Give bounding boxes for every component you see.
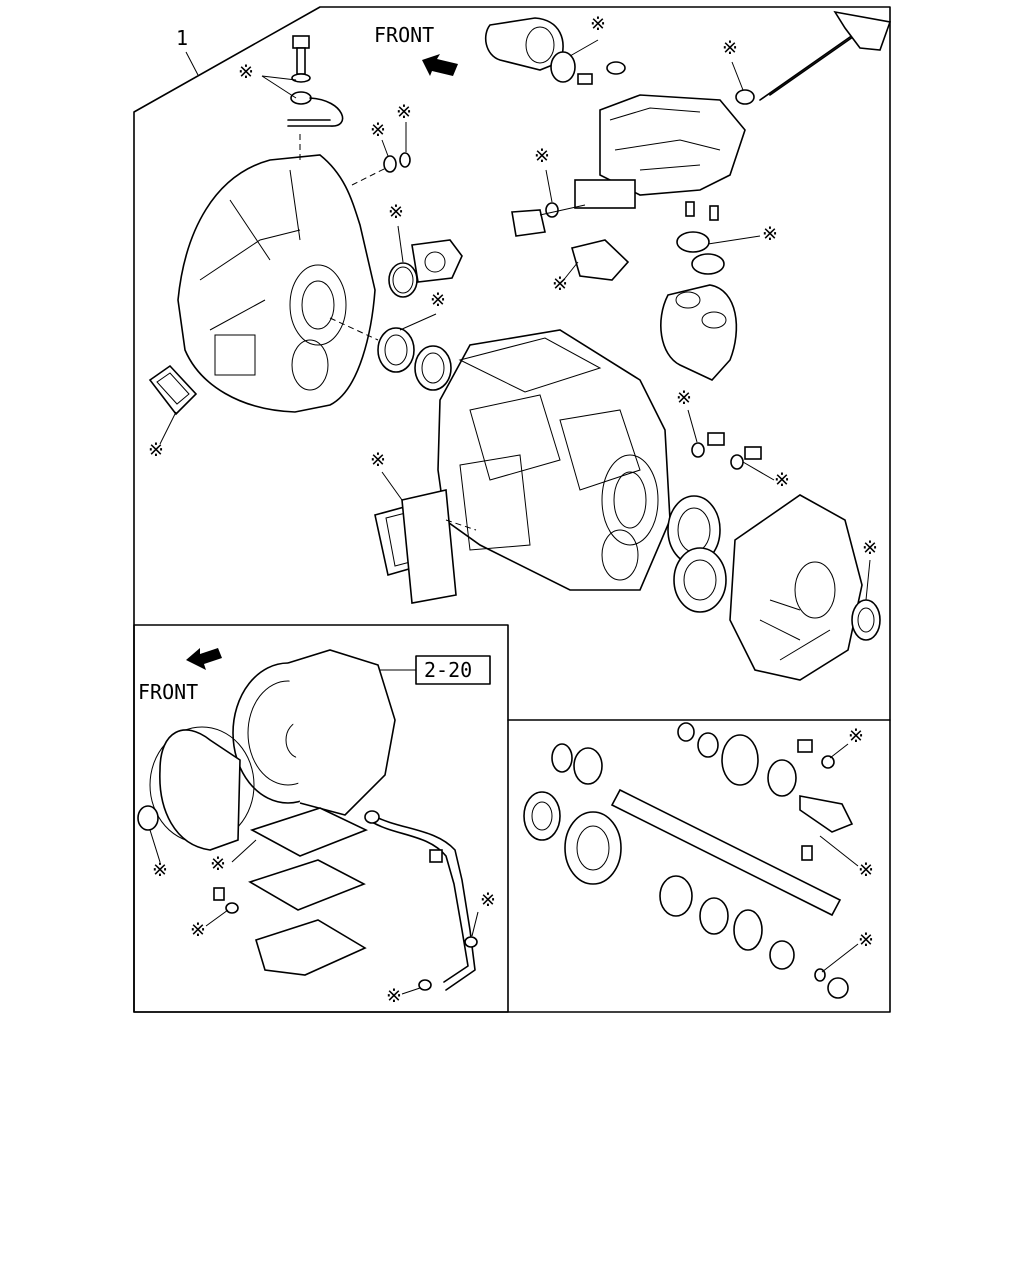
- rear-extension-housing: [729, 494, 881, 681]
- front-label-main: FRONT: [374, 23, 434, 47]
- replacement-part-marker-icon: ※: [774, 469, 790, 491]
- replacement-part-marker-icon: ※: [676, 387, 692, 409]
- front-arrow-icon: [422, 54, 458, 76]
- replacement-part-marker-icon: ※: [388, 201, 404, 223]
- shift-actuator-top: [484, 17, 626, 85]
- replacement-part-marker-icon: ※: [396, 101, 412, 123]
- front-label-inset: FRONT: [138, 680, 198, 704]
- assembly-number: 1: [176, 26, 188, 50]
- replacement-part-marker-icon: ※: [430, 289, 446, 311]
- sensor-switches: [511, 202, 630, 281]
- pins-and-orings: [676, 201, 725, 275]
- rear-cover-gaskets: [667, 495, 727, 613]
- replacement-part-marker-icon: ※: [152, 859, 168, 881]
- plugs-right-of-case: [691, 432, 762, 470]
- replacement-part-marker-icon: ※: [590, 13, 606, 35]
- replacement-part-marker-icon: ※: [534, 145, 550, 167]
- replacement-part-marker-icon: ※: [386, 985, 402, 1007]
- washers-top-left: [351, 152, 411, 186]
- oring-gasket-housing: [388, 239, 463, 298]
- front-indicator-inset: FRONT: [138, 648, 222, 704]
- clutch-housing: [177, 130, 376, 413]
- inset-oil-pipe: [364, 810, 478, 991]
- replacement-part-marker-icon: ※: [722, 37, 738, 59]
- replacement-part-marker-icon: ※: [862, 537, 878, 559]
- front-indicator-main: FRONT: [374, 23, 458, 76]
- page-reference-box: 2-20: [378, 655, 491, 685]
- bolt-top-left: [287, 35, 344, 127]
- replacement-part-marker-icon: ※: [190, 919, 206, 941]
- replacement-part-marker-icon: ※: [370, 119, 386, 141]
- page-reference: 2-20: [424, 658, 472, 682]
- replacement-part-marker-icon: ※: [238, 61, 254, 83]
- inset-gaskets-oilpan: [213, 807, 369, 976]
- replacement-part-marker-icon: ※: [858, 859, 874, 881]
- pto-cover-and-gasket: [374, 489, 477, 604]
- replacement-part-marker-icon: ※: [370, 449, 386, 471]
- inset-clutch-housing: [137, 649, 396, 851]
- main-frame: [133, 6, 891, 1013]
- shift-actuator-right: [660, 284, 738, 381]
- transmission-case: [437, 329, 671, 591]
- replacement-part-marker-icon: ※: [762, 223, 778, 245]
- oil-seals-front: [329, 317, 452, 391]
- replacement-part-marker-icon: ※: [848, 725, 864, 747]
- replacement-part-marker-icon: ※: [480, 889, 496, 911]
- assembly-callout: 1: [176, 26, 199, 76]
- replacement-part-marker-icon: ※: [858, 929, 874, 951]
- replacement-markers: ※ ※ ※ ※ ※ ※ ※ ※ ※ ※ ※ ※ ※ ※ ※ ※ ※ ※: [148, 13, 878, 1007]
- front-arrow-icon: [186, 648, 222, 670]
- replacement-part-marker-icon: ※: [148, 439, 164, 461]
- gears-and-shafts: [523, 722, 854, 999]
- replacement-part-marker-icon: ※: [552, 273, 568, 295]
- replacement-part-marker-icon: ※: [210, 853, 226, 875]
- clutch-housing-cover: [148, 364, 198, 416]
- shift-control-housing: [574, 10, 892, 209]
